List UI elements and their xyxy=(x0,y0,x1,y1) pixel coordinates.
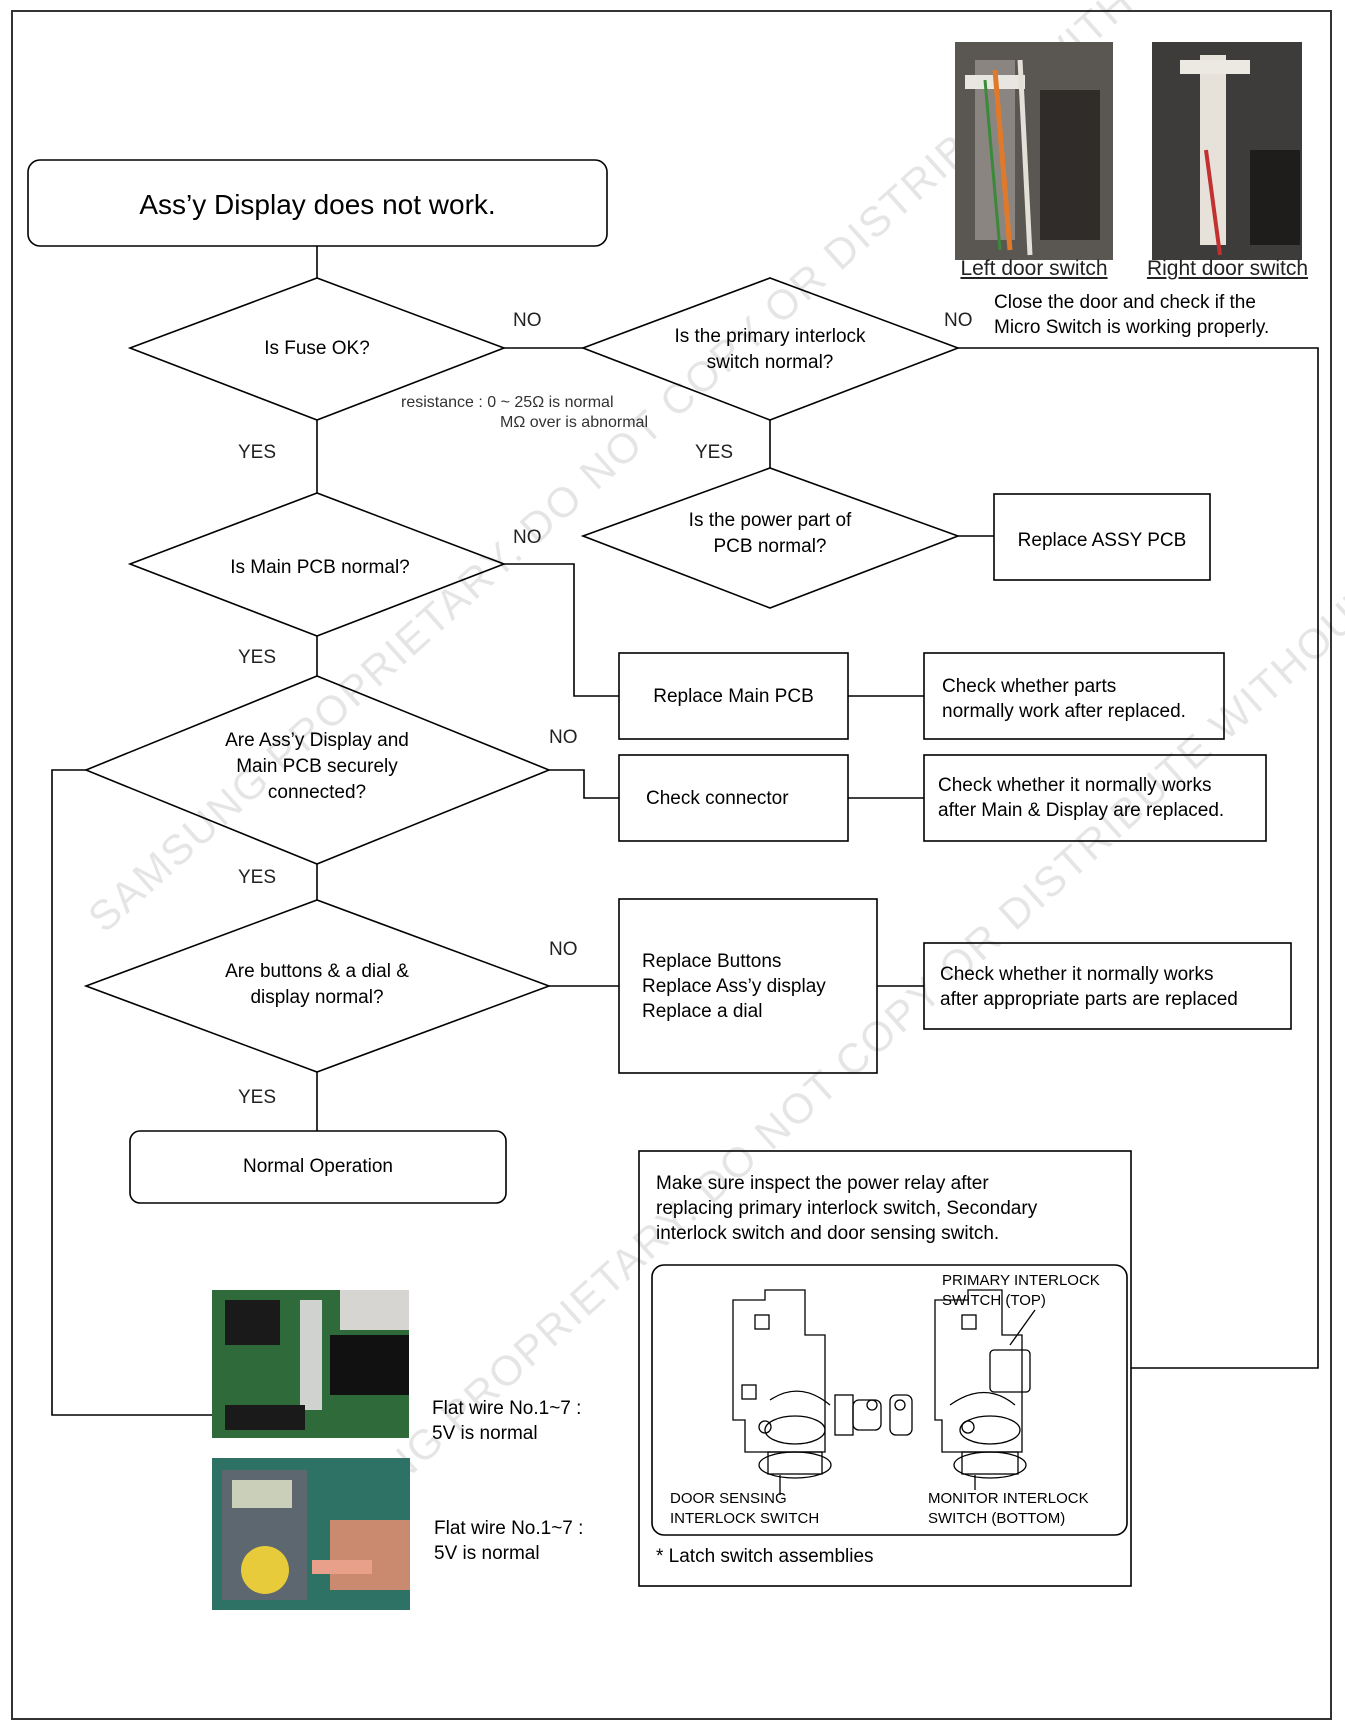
primary-interlock-label-1: PRIMARY INTERLOCK xyxy=(942,1272,1100,1289)
relay-box xyxy=(638,1150,1132,1587)
latch-switch-drawing xyxy=(732,1289,1036,1495)
replace-parts-3: Replace a dial xyxy=(642,1001,763,1022)
check-main-display-1: Check whether it normally works xyxy=(938,775,1212,796)
replace-main-pcb-box xyxy=(618,652,849,740)
replace-main-pcb-label: Replace Main PCB xyxy=(653,686,814,707)
edge-label-yes: YES xyxy=(238,1087,277,1108)
monitor-interlock-label-2: SWITCH (BOTTOM) xyxy=(928,1510,1066,1527)
relay-note-2: replacing primary interlock switch, Seco… xyxy=(656,1198,1038,1219)
decision-interlock-label-2: switch normal? xyxy=(706,352,834,373)
normal-operation-label: Normal Operation xyxy=(243,1156,393,1177)
door-sensing-label-1: DOOR SENSING xyxy=(670,1490,787,1507)
decision-power-label-1: Is the power part of xyxy=(688,510,852,531)
check-after-replaced-1: Check whether parts xyxy=(942,676,1117,697)
micro-switch-note-2: Micro Switch is working properly. xyxy=(994,317,1270,338)
left-door-switch-caption: Left door switch xyxy=(960,257,1108,280)
decision-power-label-2: PCB normal? xyxy=(713,536,827,557)
check-appropriate-2: after appropriate parts are replaced xyxy=(940,989,1238,1010)
decision-connected-label-1: Are Ass’y Display and xyxy=(225,730,409,751)
replace-parts-2: Replace Ass’y display xyxy=(642,976,826,997)
left-door-switch-photo xyxy=(955,42,1113,260)
relay-note-3: interlock switch and door sensing switch… xyxy=(656,1223,1000,1244)
flat-wire-pcb-photo xyxy=(212,1290,409,1438)
door-sensing-label-2: INTERLOCK SWITCH xyxy=(670,1510,820,1527)
relay-note-1: Make sure inspect the power relay after xyxy=(656,1173,989,1194)
decision-buttons-label-2: display normal? xyxy=(250,987,384,1008)
flat-wire-note-1b: 5V is normal xyxy=(432,1423,538,1444)
right-door-switch-caption: Right door switch xyxy=(1146,257,1309,280)
multimeter-photo xyxy=(212,1458,410,1610)
decision-main-pcb-label: Is Main PCB normal? xyxy=(230,557,410,578)
decision-interlock-label-1: Is the primary interlock xyxy=(674,326,866,347)
edge-label-no: NO xyxy=(549,939,578,960)
edge-label-no: NO xyxy=(513,527,542,548)
resistance-note-2: MΩ over is abnormal xyxy=(500,414,649,431)
decision-connected-label-2: Main PCB securely xyxy=(236,756,398,777)
edge-label-yes: YES xyxy=(695,442,734,463)
decision-fuse xyxy=(127,277,507,421)
check-appropriate-1: Check whether it normally works xyxy=(940,964,1214,985)
normal-operation-box xyxy=(129,1130,507,1204)
replace-parts-1: Replace Buttons xyxy=(642,951,782,972)
decision-interlock xyxy=(580,277,961,421)
check-after-replaced-2: normally work after replaced. xyxy=(942,701,1186,722)
flat-wire-note-1a: Flat wire No.1~7 : xyxy=(432,1398,582,1419)
edge-label-yes: YES xyxy=(238,442,277,463)
replace-assy-pcb-box xyxy=(993,493,1211,581)
monitor-interlock-label-1: MONITOR INTERLOCK xyxy=(928,1490,1089,1507)
flat-wire-note-2a: Flat wire No.1~7 : xyxy=(434,1518,584,1539)
page-frame xyxy=(11,10,1332,1720)
right-door-switch-photo xyxy=(1152,42,1302,260)
edge-label-no: NO xyxy=(549,727,578,748)
edge-label-yes: YES xyxy=(238,867,277,888)
edge-label-no: NO xyxy=(944,310,973,331)
replace-parts-box xyxy=(618,898,878,1074)
primary-interlock-label-2: SWITCH (TOP) xyxy=(942,1292,1046,1309)
edge-label-no: NO xyxy=(513,310,542,331)
decision-fuse-label: Is Fuse OK? xyxy=(264,338,370,359)
check-main-display-2: after Main & Display are replaced. xyxy=(938,800,1225,821)
edge-connected-no xyxy=(549,769,619,799)
start-label: Ass’y Display does not work. xyxy=(139,189,496,220)
micro-switch-note-1: Close the door and check if the xyxy=(994,292,1256,313)
latch-diagram-frame xyxy=(651,1264,1128,1536)
resistance-note-1: resistance : 0 ~ 25Ω is normal xyxy=(401,394,614,411)
edge-interlock-no xyxy=(958,347,1319,1369)
flat-wire-note-2b: 5V is normal xyxy=(434,1543,540,1564)
decision-connected-label-3: connected? xyxy=(267,782,367,803)
check-after-replaced-box xyxy=(923,652,1225,740)
decision-buttons xyxy=(83,899,552,1073)
replace-assy-pcb-label: Replace ASSY PCB xyxy=(1017,530,1187,551)
check-appropriate-box xyxy=(923,942,1292,1030)
latch-footnote: * Latch switch assemblies xyxy=(656,1546,874,1567)
edge-connected-left xyxy=(51,769,213,1416)
decision-main-pcb xyxy=(127,492,507,637)
decision-connected xyxy=(83,675,552,865)
check-connector-box xyxy=(618,754,849,842)
start-box xyxy=(27,159,608,247)
decision-buttons-label-1: Are buttons & a dial & xyxy=(225,961,409,982)
edge-mainpcb-no xyxy=(504,563,619,697)
check-connector-label: Check connector xyxy=(646,788,789,809)
check-main-display-box xyxy=(923,754,1267,842)
decision-power xyxy=(580,467,961,609)
edge-label-yes: YES xyxy=(238,647,277,668)
